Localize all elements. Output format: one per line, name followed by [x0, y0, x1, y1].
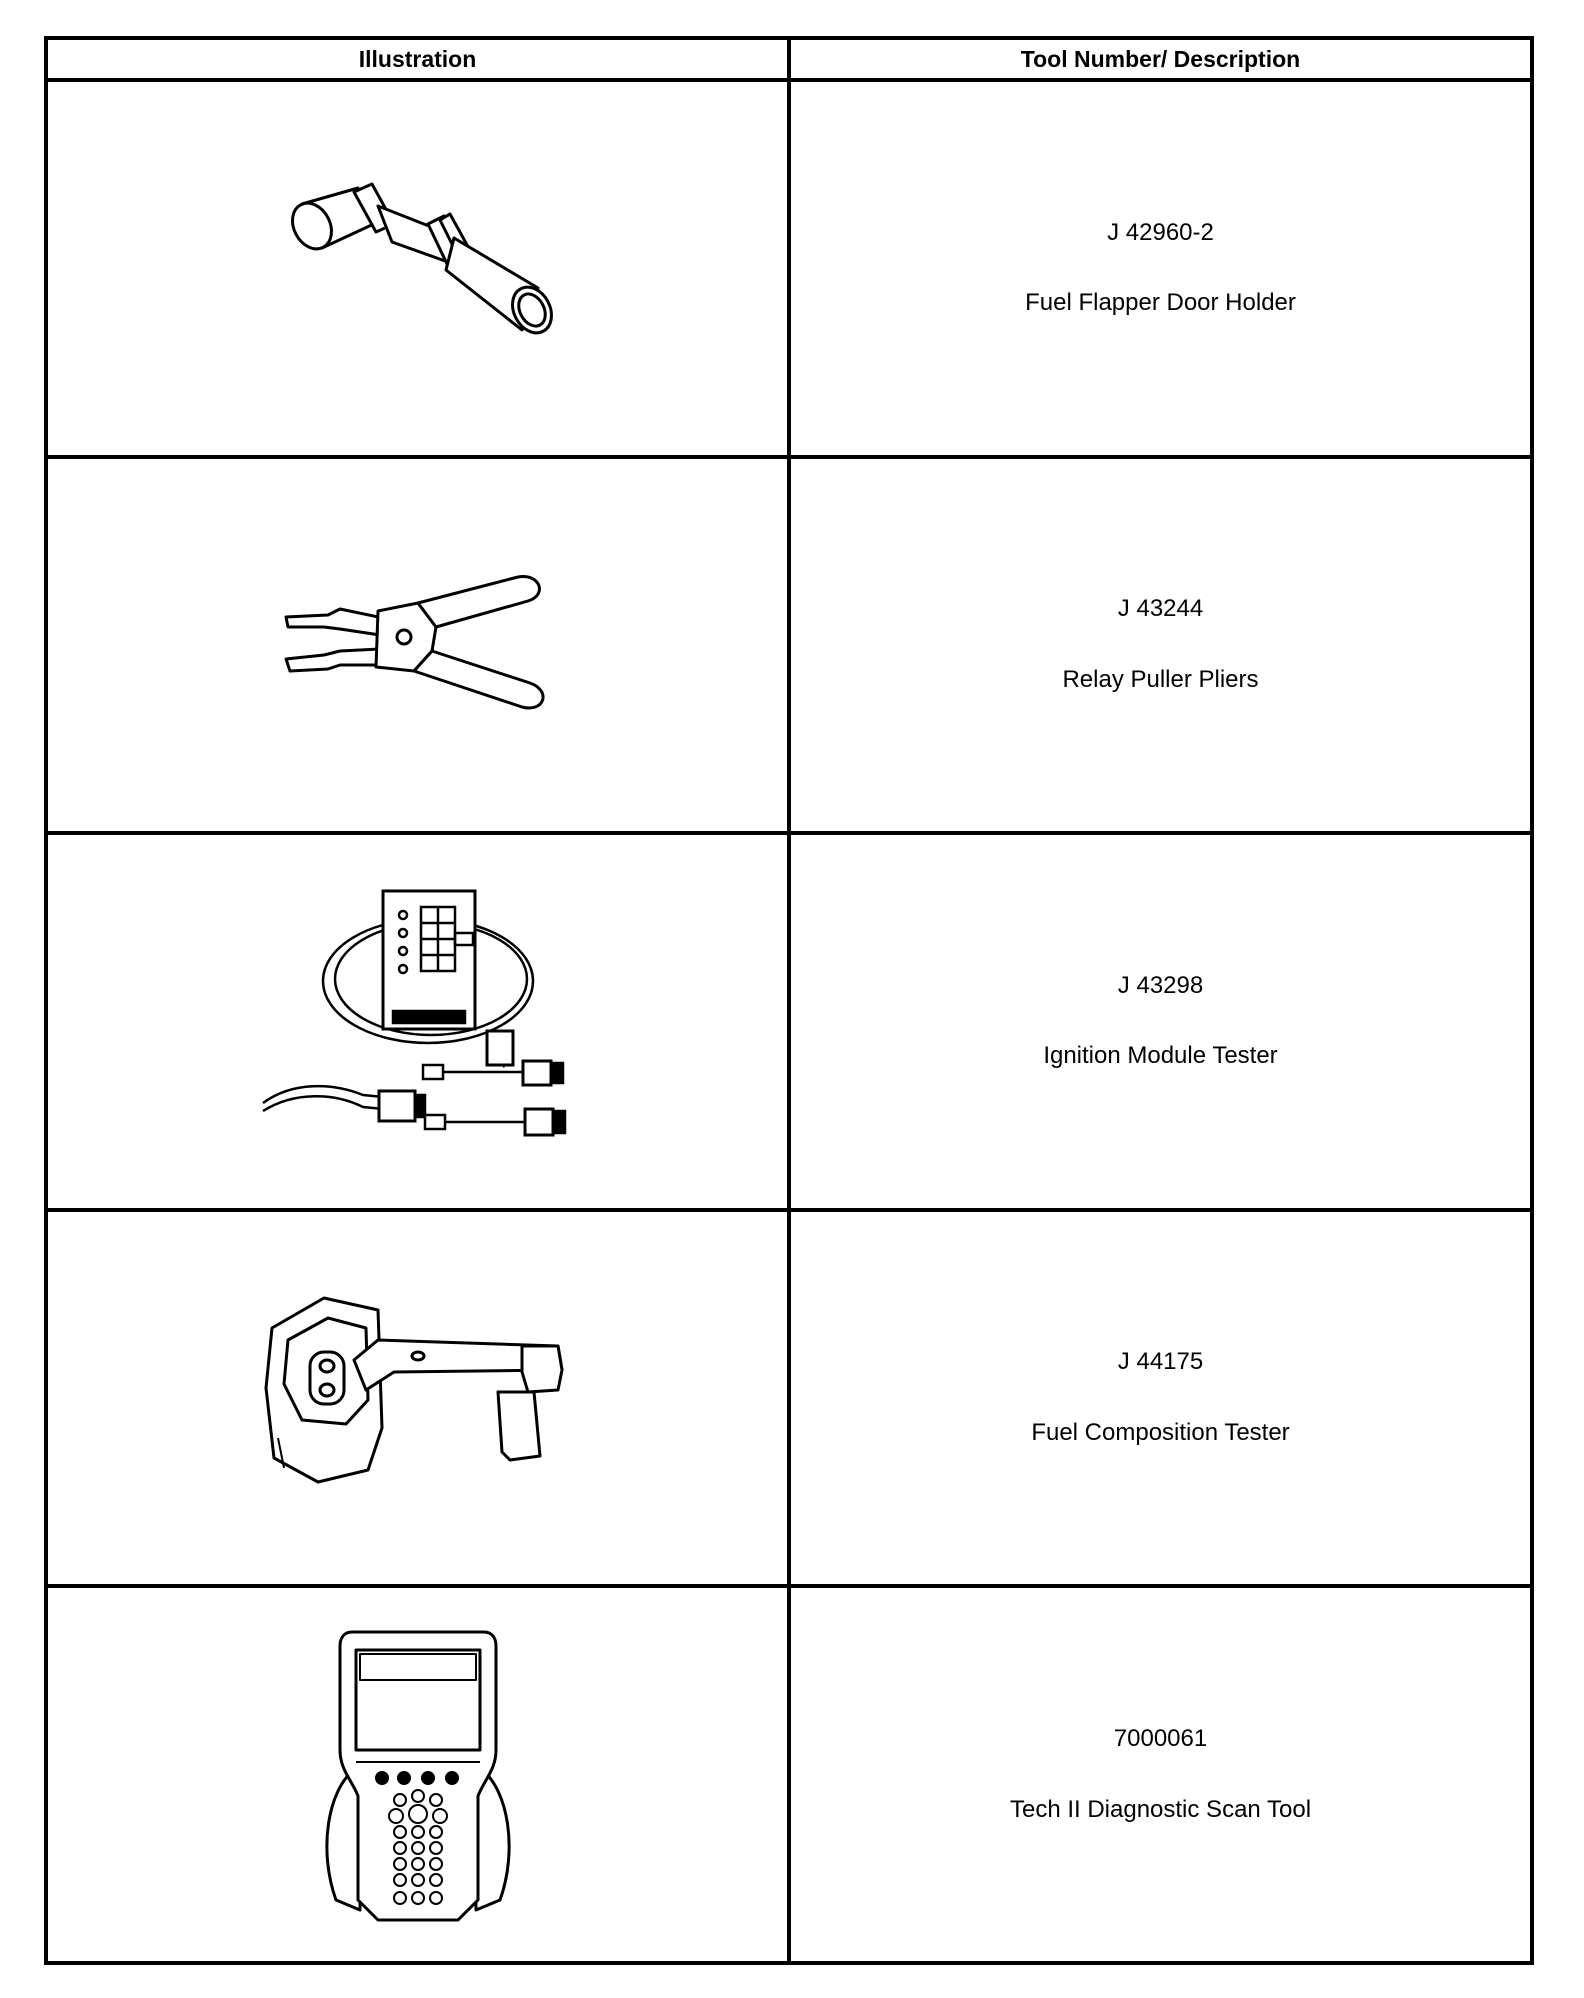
table-row: J 43298 Ignition Module Tester: [44, 831, 1534, 1212]
special-tools-table: Illustration Tool Number/ Description: [44, 36, 1534, 1965]
table-row: J 42960-2 Fuel Flapper Door Holder: [44, 78, 1534, 459]
illustration-cell: [44, 831, 791, 1212]
tool-column-header: Tool Number/ Description: [787, 36, 1534, 82]
illustration-cell: [44, 1207, 791, 1589]
tool-number: 7000061: [1113, 1724, 1208, 1752]
fuel-composition-tester-icon: [264, 1296, 563, 1484]
tool-description: Tech II Diagnostic Scan Tool: [1009, 1795, 1312, 1823]
tool-number: J 44175: [1117, 1348, 1204, 1376]
illustration-cell: [44, 78, 791, 459]
tool-number: J 43244: [1117, 595, 1204, 623]
tool-cell: J 43298 Ignition Module Tester: [787, 831, 1534, 1212]
tool-cell: J 44175 Fuel Composition Tester: [787, 1207, 1534, 1589]
tool-description: Fuel Flapper Door Holder: [1025, 289, 1296, 317]
tool-number: J 42960-2: [1107, 218, 1214, 246]
relay-puller-pliers-icon: [284, 574, 544, 710]
flapper-door-holder-icon: [290, 182, 553, 335]
tool-number: J 43298: [1117, 971, 1204, 999]
illustration-column-header: Illustration: [44, 36, 791, 82]
table-header-row: Illustration Tool Number/ Description: [44, 36, 1534, 82]
scan-tool-icon: [324, 1630, 511, 1922]
ignition-module-tester-icon: [261, 889, 566, 1137]
table-row: J 44175 Fuel Composition Tester: [44, 1207, 1534, 1589]
illustration-cell: [44, 1584, 791, 1965]
tool-cell: 7000061 Tech II Diagnostic Scan Tool: [787, 1584, 1534, 1965]
tool-cell: J 42960-2 Fuel Flapper Door Holder: [787, 78, 1534, 459]
illustration-cell: [44, 454, 791, 836]
tool-description: Relay Puller Pliers: [1062, 665, 1259, 693]
tool-cell: J 43244 Relay Puller Pliers: [787, 454, 1534, 836]
tool-description: Fuel Composition Tester: [1031, 1419, 1290, 1447]
tool-description: Ignition Module Tester: [1043, 1042, 1278, 1070]
table-row: 7000061 Tech II Diagnostic Scan Tool: [44, 1584, 1534, 1965]
table-row: J 43244 Relay Puller Pliers: [44, 454, 1534, 836]
